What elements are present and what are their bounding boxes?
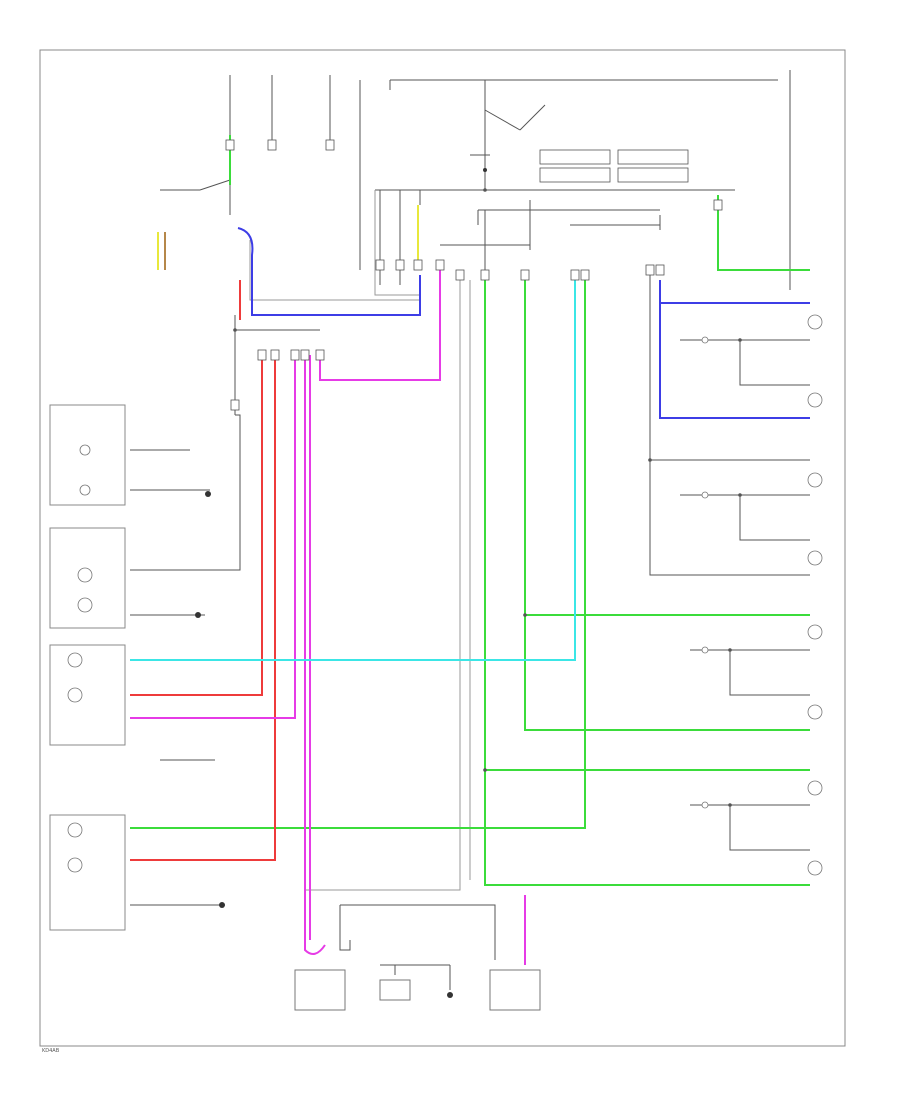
junction-dots [233, 188, 742, 807]
cyan-wires [130, 270, 576, 661]
diagram-border [39, 49, 846, 1047]
rear-combination-lamp-boxes [49, 404, 126, 931]
magenta-wires [130, 260, 526, 965]
ground-symbols [195, 168, 487, 998]
bottom-lamp-boxes [294, 969, 541, 1011]
yellow-wires [157, 205, 419, 270]
green-wires [130, 135, 810, 886]
black-wires [130, 70, 810, 990]
page-code: KD4AB [42, 1048, 60, 1054]
left-lamp-bulbs [67, 444, 93, 873]
red-wires [130, 280, 276, 861]
gray-wires [249, 190, 471, 891]
right-lamp-bulbs [701, 314, 823, 876]
blue-wires [237, 227, 810, 419]
connector-markers [225, 139, 723, 411]
